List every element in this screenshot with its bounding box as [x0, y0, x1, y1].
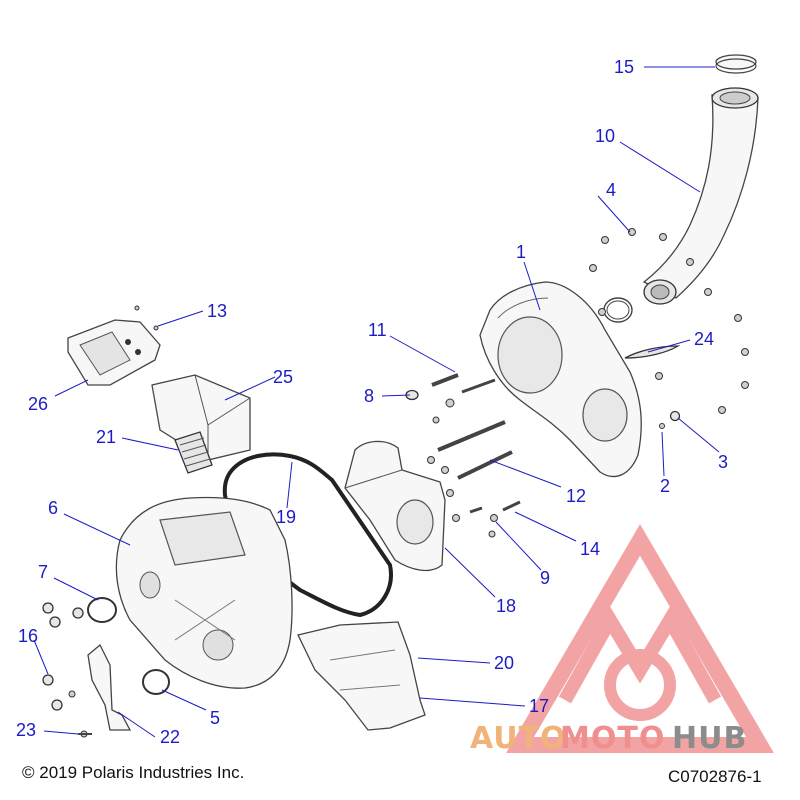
part-1-outer-cover — [479, 281, 642, 478]
callout-13: 13 — [207, 301, 227, 321]
copyright-text: © 2019 Polaris Industries Inc. — [22, 763, 244, 782]
watermark-auto: AUTO — [470, 721, 567, 756]
screw-13b — [153, 325, 159, 331]
part-26-frame — [67, 319, 161, 386]
part-18-bracket — [344, 440, 446, 572]
callout-6: 6 — [48, 498, 58, 518]
screw-13a — [134, 305, 140, 311]
callout-3: 3 — [718, 452, 728, 472]
callout-20: 20 — [494, 653, 514, 673]
callout-26: 26 — [28, 394, 48, 414]
part-25-air-box — [151, 374, 251, 461]
callout-labels: 1 2 3 4 5 6 7 8 9 10 11 12 13 14 15 16 1… — [16, 57, 728, 747]
callout-10: 10 — [595, 126, 615, 146]
part-10-duct — [642, 87, 759, 305]
callout-9: 9 — [540, 568, 550, 588]
callout-17: 17 — [529, 696, 549, 716]
callout-16: 16 — [18, 626, 38, 646]
callout-18: 18 — [496, 596, 516, 616]
callout-25: 25 — [273, 367, 293, 387]
part-21-filter — [174, 431, 213, 474]
part-19-seal — [222, 452, 393, 618]
small-parts-left — [42, 597, 170, 738]
callout-19: 19 — [276, 507, 296, 527]
callout-4: 4 — [606, 180, 616, 200]
callout-7: 7 — [38, 562, 48, 582]
callout-21: 21 — [96, 427, 116, 447]
callout-11: 11 — [368, 320, 387, 340]
leader-lines — [33, 66, 720, 738]
watermark-logo — [506, 524, 774, 753]
callout-14: 14 — [580, 539, 600, 559]
callout-12: 12 — [566, 486, 586, 506]
drawing-code: C0702876-1 — [668, 767, 762, 786]
callout-23: 23 — [16, 720, 36, 740]
callout-1: 1 — [516, 242, 526, 262]
part-15-clamp — [715, 54, 757, 74]
watermark-hub: HUB — [672, 721, 747, 756]
part-17-panel — [297, 621, 426, 731]
part-24-seal — [624, 345, 681, 359]
callout-5: 5 — [210, 708, 220, 728]
cover-bolts — [589, 228, 749, 429]
callout-2: 2 — [660, 476, 670, 496]
callout-22: 22 — [160, 727, 180, 747]
callout-8: 8 — [364, 386, 374, 406]
duct-clamp — [603, 297, 633, 323]
part-6-inner-cover — [115, 496, 293, 689]
watermark-text: AUTO MOTO HUB — [470, 721, 747, 756]
callout-24: 24 — [694, 329, 714, 349]
watermark-moto: MOTO — [560, 721, 665, 756]
callout-15: 15 — [614, 57, 634, 77]
